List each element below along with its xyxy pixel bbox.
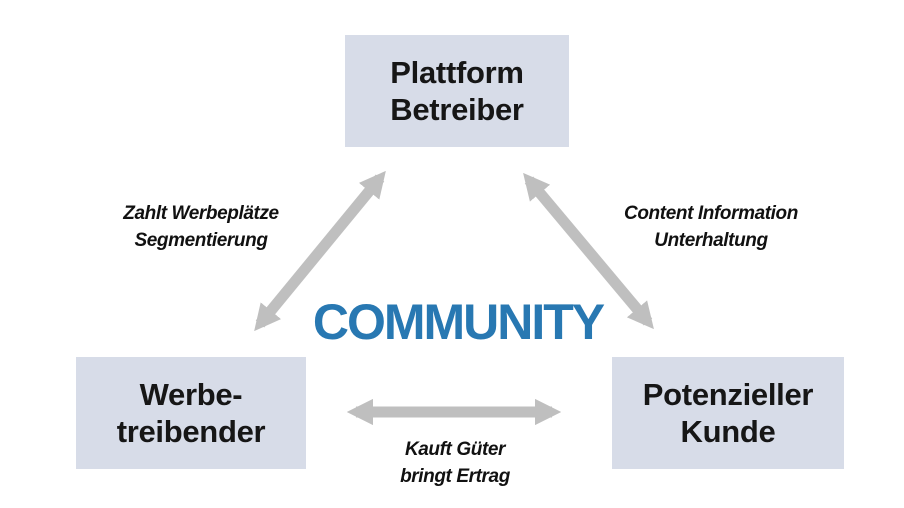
arrow-advertiser-platform (254, 170, 386, 332)
arrow-customer-platform (523, 172, 654, 330)
node-plattform-betreiber: Plattform Betreiber (345, 35, 569, 147)
edge-label-content-information: Content Information Unterhaltung (624, 203, 798, 251)
community-title: COMMUNITY (312, 294, 605, 350)
edge-label-kauft-gueter: Kauft Güter bringt Ertrag (400, 439, 510, 487)
node-potenzieller-kunde: Potenzieller Kunde (612, 357, 844, 469)
edge-label-zahlt-werbeplaetze: Zahlt Werbeplätze Segmentierung (123, 203, 279, 251)
node-werbetreibender: Werbe- treibender (76, 357, 306, 469)
